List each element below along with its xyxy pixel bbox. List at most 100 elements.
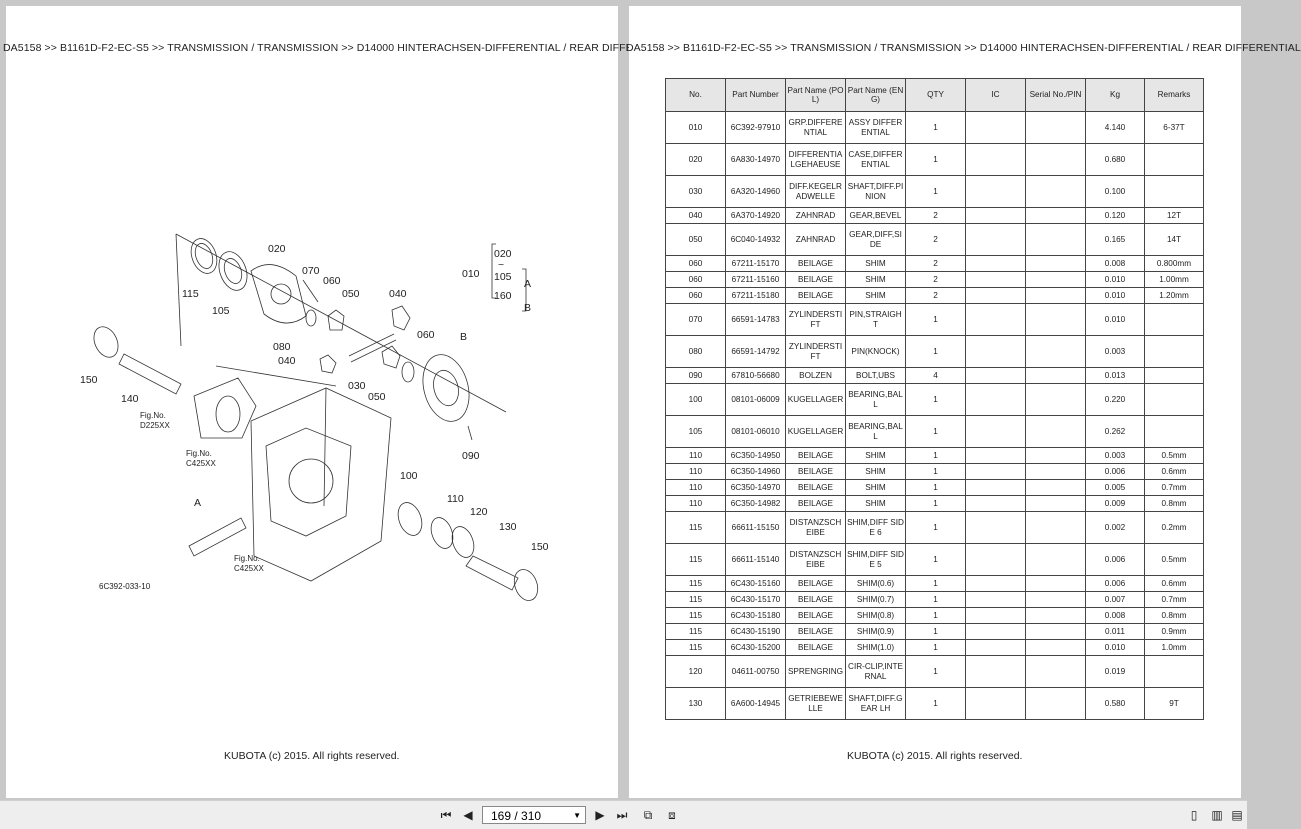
table-cell: 1 [905,687,966,720]
table-cell: 0.100 [1085,175,1145,208]
table-cell [965,207,1026,224]
table-cell: 0.019 [1085,655,1145,688]
table-cell: 67211-15180 [725,287,786,304]
table-cell [965,383,1026,416]
callout-130: 130 [499,521,517,533]
table-cell: 1 [905,463,966,480]
next-page-icon[interactable]: ▶ [595,808,605,822]
table-cell [965,655,1026,688]
column-header: Part Number [725,78,786,112]
first-page-icon[interactable]: ⏮ [440,808,452,822]
table-cell [965,287,1026,304]
table-cell: 6C350-14982 [725,495,786,512]
table-cell: 0.165 [1085,223,1145,256]
fit-width-icon[interactable]: ⧈ [668,808,676,822]
viewer-toolbar: ⏮ ◀ 169 / 310 ▼ ▶ ⏭ ⧉ ⧈ ▯ ▥ ▤ [0,800,1247,829]
callout-080: 080 [273,341,291,353]
fig-ref-code: C425XX [234,564,264,573]
table-cell [965,479,1026,496]
callout-115: 115 [182,288,199,300]
table-cell [1025,623,1086,640]
callout-030: 030 [348,380,366,392]
table-cell: 050 [665,223,726,256]
page-select[interactable]: 169 / 310 ▼ [482,806,586,824]
table-cell: SHIM(0.7) [845,591,906,608]
table-cell: DISTANZSCHEIBE [785,511,846,544]
table-cell: 0.5mm [1144,543,1204,576]
table-cell: 1 [905,303,966,336]
callout-040: 040 [278,355,296,367]
callout-150: 150 [531,541,549,553]
table-cell [1144,335,1204,368]
table-cell [965,367,1026,384]
table-cell [965,543,1026,576]
table-cell: 6C350-14960 [725,463,786,480]
callout-120: 120 [470,506,488,518]
ref-b: B [460,331,467,343]
table-cell [1144,383,1204,416]
table-cell [1144,415,1204,448]
page-left: DA5158 >> B1161D-F2-EC-S5 >> TRANSMISSIO… [3,6,678,798]
callout-060: 060 [323,275,341,287]
table-cell: 0.2mm [1144,511,1204,544]
ref-a: A [194,497,201,509]
table-cell: BEILAGE [785,287,846,304]
table-cell: 115 [665,511,726,544]
table-cell: 0.006 [1085,543,1145,576]
table-cell: BEILAGE [785,255,846,272]
table-cell: 1 [905,655,966,688]
table-cell: SHIM(0.6) [845,575,906,592]
table-cell [965,687,1026,720]
prev-page-icon[interactable]: ◀ [463,808,473,822]
table-cell: 67211-15160 [725,271,786,288]
fit-page-icon[interactable]: ⧉ [643,808,653,822]
table-cell: 115 [665,575,726,592]
table-cell [965,607,1026,624]
table-cell: BOLZEN [785,367,846,384]
table-cell [965,303,1026,336]
callout-150: 150 [80,374,98,386]
two-page-icon[interactable]: ▥ [1211,808,1223,822]
table-cell: BEARING,BALL [845,415,906,448]
table-cell: 1 [905,575,966,592]
table-cell: 1 [905,639,966,656]
table-cell: 1 [905,111,966,144]
table-cell: 9T [1144,687,1204,720]
table-cell: 0.262 [1085,415,1145,448]
table-cell: BEILAGE [785,463,846,480]
table-cell [1025,543,1086,576]
table-cell: 1 [905,543,966,576]
table-cell [1025,383,1086,416]
table-cell: 060 [665,255,726,272]
table-cell: SHIM(1.0) [845,639,906,656]
table-cell: 115 [665,607,726,624]
table-cell: 6A830-14970 [725,143,786,176]
table-cell: 1 [905,479,966,496]
table-cell: BOLT,UBS [845,367,906,384]
table-cell: 1.00mm [1144,271,1204,288]
breadcrumb: DA5158 >> B1161D-F2-EC-S5 >> TRANSMISSIO… [626,42,1301,54]
single-page-icon[interactable]: ▯ [1190,808,1198,822]
table-cell: 0.005 [1085,479,1145,496]
table-cell: 030 [665,175,726,208]
table-cell: 0.680 [1085,143,1145,176]
table-cell: BEILAGE [785,591,846,608]
table-cell: 0.010 [1085,639,1145,656]
column-header: Part Name (POL) [785,78,846,112]
table-cell: PIN,STRAIGHT [845,303,906,336]
continuous-icon[interactable]: ▤ [1231,808,1243,822]
table-cell [965,271,1026,288]
group-mark-a: A [524,278,531,290]
table-cell: 1 [905,623,966,640]
table-cell: GEAR,BEVEL [845,207,906,224]
table-cell: 110 [665,479,726,496]
last-page-icon[interactable]: ⏭ [616,808,628,822]
table-cell [965,511,1026,544]
